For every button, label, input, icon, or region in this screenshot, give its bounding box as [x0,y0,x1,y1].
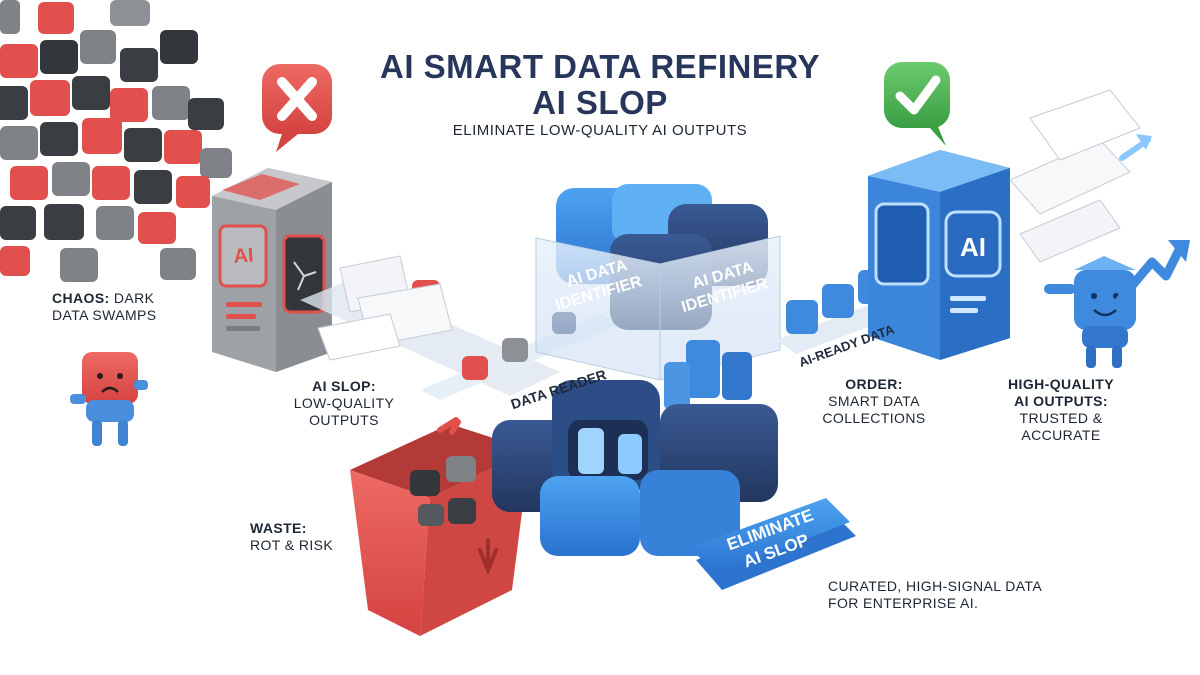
curated-line1: CURATED, HIGH-SIGNAL DATA [828,578,1043,594]
broken-ai-box [212,168,332,372]
chaos-label-head: CHAOS: [52,290,110,306]
good-box-ai-label: AI [960,232,986,262]
chaos-cube-pile [0,0,232,282]
slop-label-head: AI SLOP: [312,378,376,394]
sad-robot [70,352,148,446]
waste-label: WASTE: ROT & RISK [250,520,333,554]
x-icon [262,64,332,152]
curated-label: CURATED, HIGH-SIGNAL DATA FOR ENTERPRISE… [828,578,1042,612]
page-title: AI SMART DATA REFINERY [380,48,820,85]
waste-label-head: WASTE: [250,520,307,536]
hq-line1: HIGH-QUALITY [1008,376,1114,392]
chaos-label-rest: DARK [113,290,155,306]
refinery-machine [492,184,781,556]
slop-label-line3: OUTPUTS [309,412,379,428]
page-title-line2: AI SLOP [532,84,668,121]
chaos-label-line2: DATA SWAMPS [52,307,157,323]
order-label-line3: COLLECTIONS [822,410,926,426]
hq-line4: ACCURATE [1021,427,1101,443]
curated-line2: FOR ENTERPRISE AI. [828,595,979,611]
report-documents [1009,89,1152,263]
slop-label: AI SLOP: LOW-QUALITY OUTPUTS [284,378,404,429]
slop-label-line2: LOW-QUALITY [293,395,395,411]
order-label-line2: SMART DATA [828,393,920,409]
page-subtitle: ELIMINATE LOW-QUALITY AI OUTPUTS [452,122,748,139]
arrow-up-icon [1115,240,1190,305]
chaos-label: CHAOS: DARK DATA SWAMPS [52,290,157,324]
eliminate-badge [690,498,856,590]
waste-label-line2: ROT & RISK [250,537,334,553]
good-ai-box [868,150,1010,360]
happy-robot [1044,256,1136,368]
high-quality-label: HIGH-QUALITY AI OUTPUTS: TRUSTED & ACCUR… [996,376,1126,444]
order-label: ORDER: SMART DATA COLLECTIONS [816,376,932,427]
hq-line3: TRUSTED & [1019,410,1103,426]
hq-line2: AI OUTPUTS: [1014,393,1108,409]
paper-documents [317,255,453,361]
bad-box-ai-label: AI [233,244,254,267]
order-label-head: ORDER: [845,376,903,392]
check-icon [884,62,950,146]
